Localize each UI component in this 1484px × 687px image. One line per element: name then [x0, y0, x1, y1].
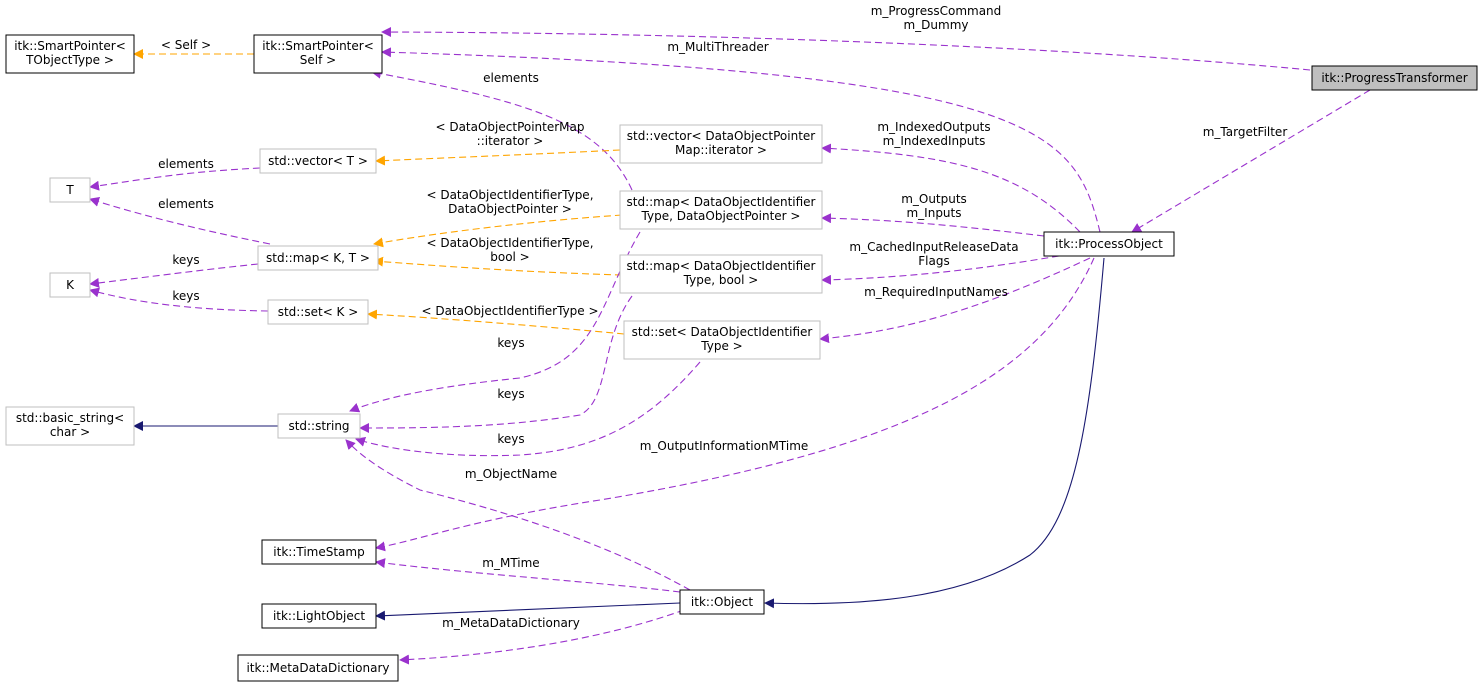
node-smartpointer-self-label: itk::SmartPointer<Self >	[262, 39, 374, 67]
node-progress-transformer[interactable]: itk::ProgressTransformer	[1311, 65, 1478, 91]
edge-doi-bool	[373, 256, 623, 276]
node-map-kt-label: std::map< K, T >	[266, 251, 370, 265]
label-multithreader: m_MultiThreader	[667, 40, 768, 54]
label-object-name: m_ObjectName	[465, 467, 557, 481]
label-metadata-dict: m_MetaDataDictionary	[442, 616, 580, 630]
node-set-k[interactable]: std::set< K >	[267, 299, 369, 325]
edge-doi-dop	[373, 214, 623, 248]
edge-dopm-iterator	[375, 149, 621, 166]
edge-keys-map	[89, 263, 259, 288]
label-self-template: < Self >	[161, 38, 211, 52]
node-basic-string-label: std::basic_string<char >	[16, 411, 124, 439]
label-keys-map: keys	[172, 253, 199, 267]
node-string-label: std::string	[288, 419, 349, 433]
node-basic-string[interactable]: std::basic_string<char >	[5, 406, 135, 446]
node-metadata-dictionary-label: itk::MetaDataDictionary	[246, 661, 389, 675]
label-doi-type: < DataObjectIdentifierType >	[421, 304, 598, 318]
edge-elements-map	[89, 196, 271, 245]
node-light-object-label: itk::LightObject	[273, 609, 365, 623]
edge-required-names	[819, 257, 1091, 344]
node-k[interactable]: K	[49, 272, 91, 298]
edge-object-name	[345, 439, 691, 591]
edge-outputs-inputs	[821, 213, 1045, 237]
node-light-object[interactable]: itk::LightObject	[261, 603, 377, 629]
label-keys-a: keys	[497, 336, 524, 350]
label-doi-dop: < DataObjectIdentifierType,DataObjectPoi…	[426, 188, 593, 216]
edge-keys-set	[89, 287, 269, 312]
label-elements-vector: elements	[158, 157, 214, 171]
edge-mtime	[375, 558, 681, 593]
edge-target-filter	[1131, 89, 1371, 233]
node-process-object[interactable]: itk::ProcessObject	[1043, 231, 1175, 257]
node-smartpointer-tobjecttype[interactable]: itk::SmartPointer<TObjectType >	[5, 34, 135, 74]
edge-elements-vector	[89, 167, 261, 191]
node-t[interactable]: T	[49, 177, 91, 203]
edge-keys-c	[355, 361, 701, 457]
label-elements-map: elements	[158, 197, 214, 211]
node-timestamp[interactable]: itk::TimeStamp	[261, 539, 377, 565]
node-metadata-dictionary[interactable]: itk::MetaDataDictionary	[237, 654, 399, 682]
label-elements-top: elements	[483, 71, 539, 85]
label-required-names: m_RequiredInputNames	[864, 285, 1008, 299]
node-progress-transformer-label: itk::ProgressTransformer	[1321, 71, 1467, 85]
edge-keys-a	[349, 231, 641, 413]
label-dopm-iterator: < DataObjectPointerMap::iterator >	[435, 120, 584, 148]
label-target-filter: m_TargetFilter	[1203, 125, 1288, 139]
node-string[interactable]: std::string	[277, 413, 361, 439]
node-map-kt[interactable]: std::map< K, T >	[257, 245, 379, 271]
edges	[89, 27, 1371, 665]
edge-indexed	[821, 143, 1081, 233]
node-smartpointer-self[interactable]: itk::SmartPointer<Self >	[253, 34, 383, 74]
edge-metadata-dict	[399, 609, 685, 665]
edge-lightobject-inherit	[375, 602, 681, 621]
node-t-label: T	[65, 183, 74, 197]
edge-multithreader	[381, 47, 1101, 233]
node-object[interactable]: itk::Object	[679, 589, 765, 615]
node-vector-t-label: std::vector< T >	[268, 154, 368, 168]
label-doi-bool: < DataObjectIdentifierType,bool >	[426, 236, 593, 264]
edge-processobject-inherit	[764, 257, 1105, 609]
label-keys-b: keys	[497, 387, 524, 401]
nodes: itk::ProgressTransformer itk::SmartPoint…	[5, 34, 1478, 682]
edge-keys-b	[359, 295, 633, 433]
node-smartpointer-tobjecttype-label: itk::SmartPointer<TObjectType >	[14, 39, 126, 67]
label-output-info-mtime: m_OutputInformationMTime	[640, 439, 809, 453]
edge-doi-type	[367, 309, 625, 335]
edge-progress-command	[381, 27, 1311, 71]
node-process-object-label: itk::ProcessObject	[1055, 237, 1163, 251]
label-keys-set: keys	[172, 289, 199, 303]
edge-output-info-mtime	[375, 257, 1095, 552]
node-k-label: K	[66, 278, 75, 292]
label-mtime: m_MTime	[482, 556, 539, 570]
node-set-k-label: std::set< K >	[278, 305, 359, 319]
node-object-label: itk::Object	[691, 595, 753, 609]
node-vector-t[interactable]: std::vector< T >	[259, 148, 377, 174]
node-timestamp-label: itk::TimeStamp	[273, 545, 364, 559]
edge-cached-release	[821, 253, 1071, 285]
label-keys-c: keys	[497, 432, 524, 446]
